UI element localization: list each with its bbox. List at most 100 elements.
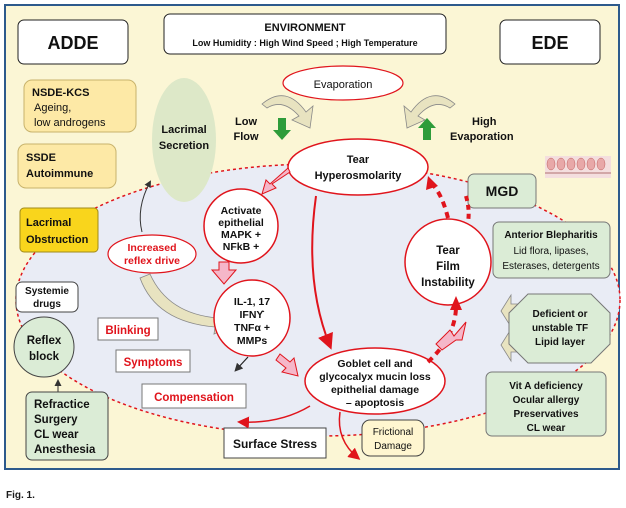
systemic-line2: drugs bbox=[33, 299, 61, 310]
il-to-goblet-pink-arrow bbox=[275, 353, 299, 377]
refractive-surgery-box: Refractice Surgery CL wear Anesthesia bbox=[25, 391, 109, 461]
goblet-line1: Goblet cell and bbox=[337, 358, 412, 370]
figure-caption: Fig. 1. bbox=[6, 490, 35, 501]
goblet-line3: epithelial damage bbox=[331, 384, 419, 396]
deficient-tf-octagon: Deficient or unstable TF Lipid layer bbox=[508, 293, 611, 364]
reflex-drive-ellipse: Increased reflex drive bbox=[107, 234, 197, 274]
reflex-block-line1: Reflex bbox=[27, 335, 62, 347]
mgd-to-tear-film-dashed-arrow bbox=[464, 195, 471, 223]
tear-film-instability-circle: Tear Film Instability bbox=[404, 218, 492, 306]
ede-box: EDE bbox=[499, 19, 601, 65]
nsde-line1: NSDE-KCS bbox=[32, 87, 89, 99]
blinking-box: Blinking bbox=[97, 317, 159, 341]
evaporation-label: Evaporation bbox=[314, 79, 373, 91]
activate-epithelial-circle: Activate epithelial MAPK + NFkB + bbox=[203, 188, 279, 264]
vit-a-line4: CL wear bbox=[527, 423, 566, 434]
compensation-curved-arrow bbox=[139, 273, 235, 335]
dashed-arrow-head-2 bbox=[426, 176, 438, 190]
il-line4: MMPs bbox=[237, 335, 267, 347]
lacrimal-secretion-line1: Lacrimal bbox=[161, 124, 206, 136]
low-flow-line1: Low bbox=[235, 116, 257, 128]
refractive-line3: CL wear bbox=[34, 429, 79, 441]
blinking-label: Blinking bbox=[105, 325, 150, 337]
tear-film-line1: Tear bbox=[436, 245, 460, 257]
anterior-blepharitis-box: Anterior Blepharitis Lid flora, lipases,… bbox=[492, 221, 611, 279]
lacrimal-secretion-line2: Secretion bbox=[159, 140, 209, 152]
tear-film-line3: Instability bbox=[421, 277, 475, 289]
low-flow-curved-arrow bbox=[261, 95, 314, 129]
il-line3: TNFα + bbox=[234, 322, 270, 334]
adde-box: ADDE bbox=[17, 19, 129, 65]
goblet-to-tear-film-pink-arrow bbox=[435, 321, 467, 351]
activate-line2: epithelial bbox=[218, 217, 264, 229]
lacrimal-secretion-gland: Lacrimal Secretion bbox=[152, 78, 216, 202]
il-line2: IFNϒ bbox=[240, 309, 265, 321]
nsde-line3: low androgens bbox=[34, 117, 106, 129]
dashed-arrow-head-1 bbox=[450, 296, 462, 310]
environment-subtitle: Low Humidity : High Wind Speed ; High Te… bbox=[192, 38, 417, 48]
goblet-to-surface-stress-arrow bbox=[237, 405, 311, 429]
refractive-line2: Surgery bbox=[34, 414, 78, 426]
reflex-to-secretion-arrow bbox=[139, 180, 151, 233]
hyperosmolarity-to-goblet-arrow bbox=[311, 195, 333, 350]
vit-a-line1: Vit A deficiency bbox=[509, 381, 583, 392]
environment-title: ENVIRONMENT bbox=[264, 22, 346, 34]
tear-hyperosmolarity-line2: Hyperosmolarity bbox=[315, 170, 403, 182]
adde-label: ADDE bbox=[47, 33, 98, 53]
high-evap-curved-arrow bbox=[403, 95, 456, 129]
activate-to-il-pink-arrow bbox=[210, 261, 238, 285]
lacrimal-obstruction-line1: Lacrimal bbox=[26, 217, 71, 229]
cytokines-circle: IL-1, 17 IFNϒ TNFα + MMPs bbox=[213, 279, 291, 357]
symptoms-box: Symptoms bbox=[115, 349, 191, 373]
surface-stress-box: Surface Stress bbox=[223, 427, 327, 459]
mgd-box: MGD bbox=[467, 173, 537, 209]
compensation-label: Compensation bbox=[154, 392, 234, 404]
anterior-blepharitis-line2: Lid flora, lipases, bbox=[513, 246, 588, 257]
tear-hyperosmolarity-line1: Tear bbox=[347, 154, 370, 166]
surface-stress-label: Surface Stress bbox=[233, 437, 317, 451]
ssde-line1: SSDE bbox=[26, 152, 56, 164]
symptoms-diagonal-arrow bbox=[234, 356, 249, 372]
frictional-line2: Damage bbox=[374, 441, 412, 452]
tear-hyperosmolarity-ellipse: Tear Hyperosmolarity bbox=[287, 138, 429, 196]
hyperosmolarity-to-activate-pink-arrow bbox=[261, 167, 291, 195]
lacrimal-obstruction-line2: Obstruction bbox=[26, 234, 89, 246]
goblet-line2: glycocalyx mucin loss bbox=[319, 371, 431, 383]
frictional-damage-box: Frictional Damage bbox=[361, 419, 425, 457]
tear-film-line2: Film bbox=[436, 261, 460, 273]
goblet-line4: – apoptosis bbox=[346, 397, 405, 409]
systemic-drugs-box: Systemie drugs bbox=[15, 281, 79, 313]
high-evaporation-up-arrow bbox=[418, 118, 436, 140]
meibomian-gland-icon bbox=[545, 156, 611, 178]
vit-a-line3: Preservatives bbox=[513, 409, 578, 420]
symptoms-label: Symptoms bbox=[124, 357, 183, 369]
dry-eye-cycle-diagram: ENVIRONMENT Low Humidity : High Wind Spe… bbox=[13, 13, 621, 461]
deficient-tf-line1: Deficient or bbox=[532, 309, 587, 320]
nsde-kcs-box: NSDE-KCS Ageing, low androgens bbox=[23, 79, 137, 133]
frictional-line1: Frictional bbox=[373, 427, 414, 438]
goblet-to-frictional-arrow bbox=[338, 411, 361, 460]
ede-label: EDE bbox=[531, 33, 568, 53]
high-evaporation-line1: High bbox=[472, 116, 497, 128]
activate-line1: Activate bbox=[221, 205, 262, 217]
reflex-drive-line2: reflex drive bbox=[124, 255, 180, 267]
compensation-box: Compensation bbox=[141, 383, 247, 409]
ssde-box: SSDE Autoimmune bbox=[17, 143, 117, 189]
environment-box: ENVIRONMENT Low Humidity : High Wind Spe… bbox=[163, 13, 447, 55]
il-line1: IL-1, 17 bbox=[234, 296, 270, 308]
activate-line4: NFkB + bbox=[223, 241, 259, 253]
deficient-tf-line2: unstable TF bbox=[532, 323, 588, 334]
high-evaporation-line2: Evaporation bbox=[450, 131, 514, 143]
refractive-line4: Anesthesia bbox=[34, 444, 96, 456]
activate-line3: MAPK + bbox=[221, 229, 261, 241]
low-flow-line2: Flow bbox=[233, 131, 258, 143]
goblet-cell-ellipse: Goblet cell and glycocalyx mucin loss ep… bbox=[304, 347, 446, 415]
reflex-drive-line1: Increased bbox=[127, 242, 176, 254]
anterior-blepharitis-line3: Esterases, detergents bbox=[502, 261, 599, 272]
refractive-line1: Refractice bbox=[34, 399, 90, 411]
systemic-line1: Systemie bbox=[25, 286, 69, 297]
evaporation-ellipse: Evaporation bbox=[282, 65, 404, 101]
low-flow-down-arrow bbox=[273, 118, 291, 140]
anterior-blepharitis-line1: Anterior Blepharitis bbox=[504, 230, 598, 241]
reflex-block-line2: block bbox=[29, 351, 60, 363]
